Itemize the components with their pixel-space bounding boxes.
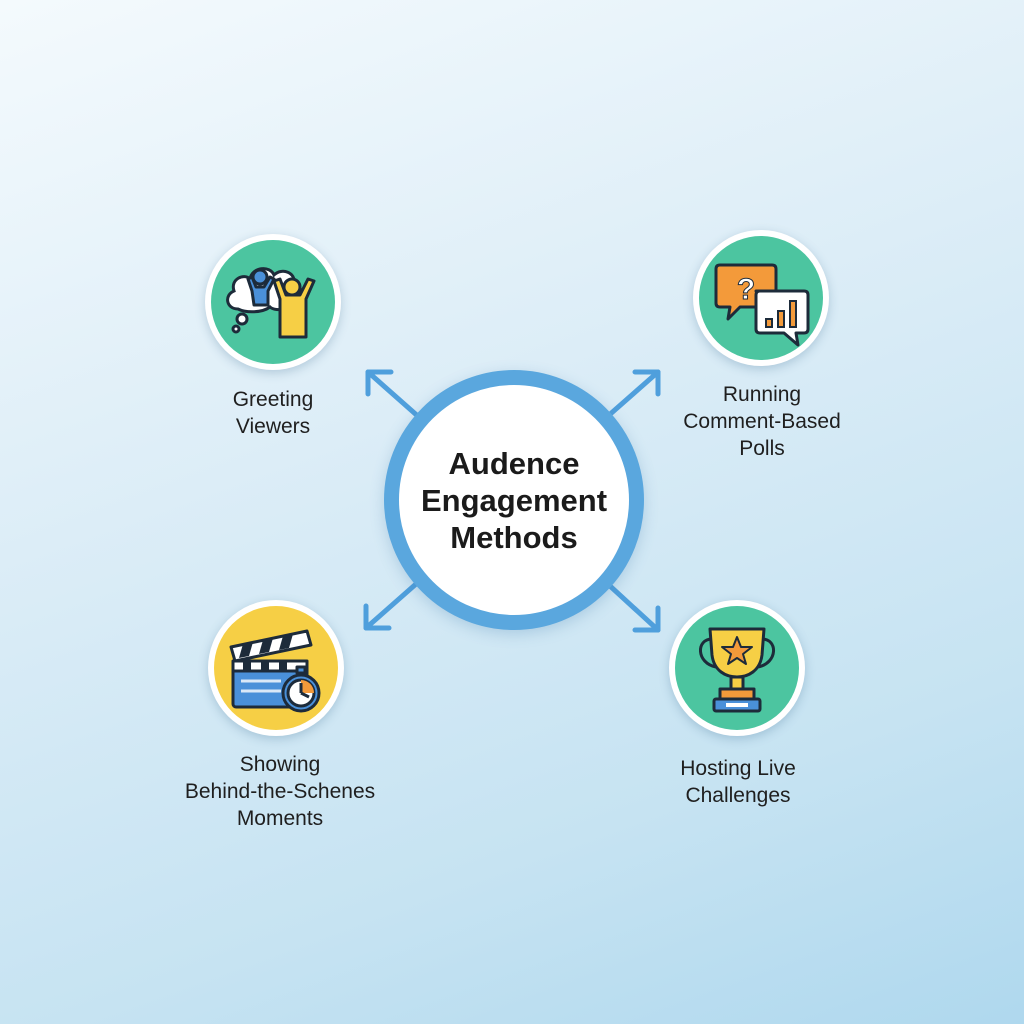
arrow-to-behind-scenes bbox=[363, 581, 419, 631]
greeting-label: Greeting Viewers bbox=[232, 388, 314, 438]
greeting-node bbox=[205, 234, 341, 370]
arrow-to-polls bbox=[605, 369, 661, 419]
polls-node-fill: ? bbox=[699, 236, 823, 360]
challenges-node bbox=[669, 600, 805, 736]
chat-poll-icon: ? bbox=[714, 263, 810, 347]
behind-scenes-node bbox=[208, 600, 344, 736]
challenges-node-fill bbox=[675, 606, 799, 730]
behind-scenes-node-fill bbox=[214, 606, 338, 730]
polls-node: ? bbox=[693, 230, 829, 366]
people-cheering-icon bbox=[226, 267, 316, 339]
polls-label: Running Comment-Based Polls bbox=[683, 383, 841, 460]
hub-title: Audence Engagement Methods bbox=[420, 445, 608, 555]
trophy-icon bbox=[699, 627, 775, 713]
arrow-to-greeting bbox=[365, 369, 423, 421]
svg-text:?: ? bbox=[737, 273, 755, 306]
behind-scenes-label: Showing Behind-the-Schenes Moments bbox=[184, 753, 376, 830]
challenges-label: Hosting Live Challenges bbox=[680, 757, 796, 807]
central-hub: Audence Engagement Methods bbox=[384, 370, 644, 630]
arrow-to-challenges bbox=[607, 583, 661, 633]
greeting-node-fill bbox=[211, 240, 335, 364]
clapperboard-stopwatch-icon bbox=[229, 629, 321, 713]
